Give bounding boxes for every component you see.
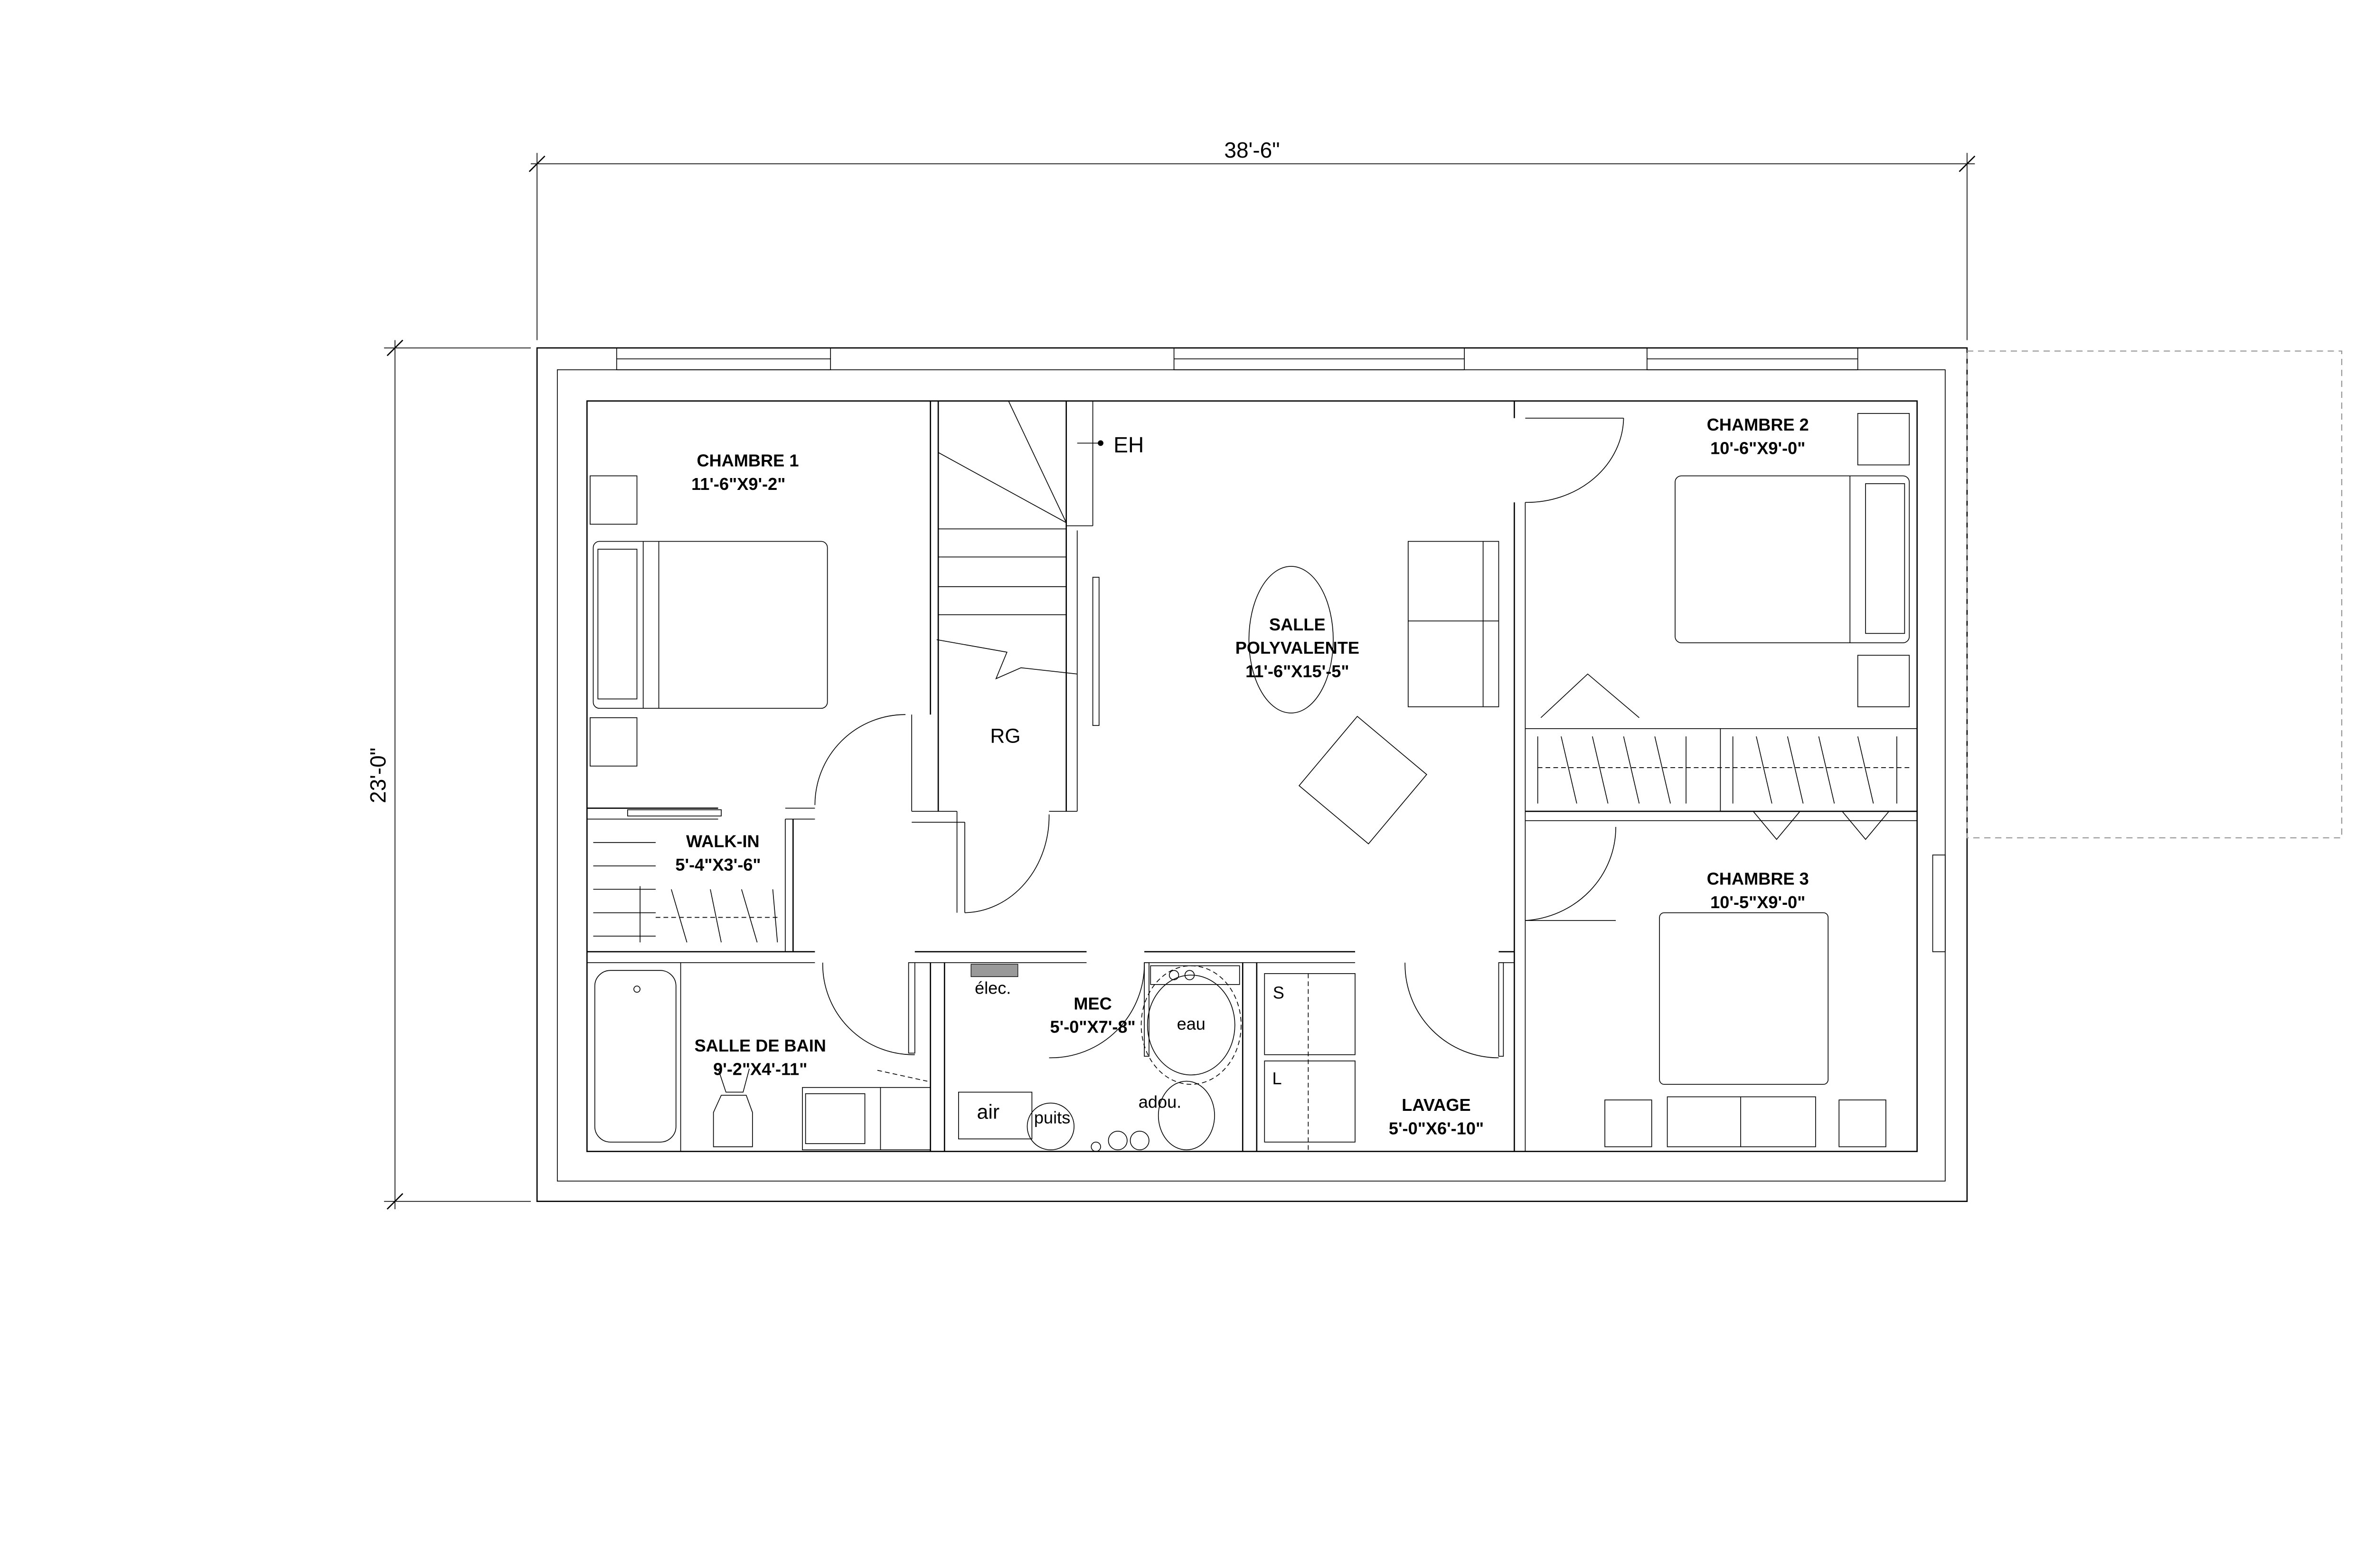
- bain-name: SALLE DE BAIN: [695, 1036, 826, 1055]
- chambre1-name: CHAMBRE 1: [697, 451, 799, 470]
- lavage-size: 5'-0"X6'-10": [1389, 1118, 1484, 1138]
- dimension-width: 38'-6": [528, 138, 1976, 340]
- puits-label: puits: [1034, 1108, 1070, 1127]
- mec-size: 5'-0"X7'-8": [1050, 1017, 1136, 1037]
- adou-label: adou.: [1139, 1092, 1182, 1111]
- windows: [616, 347, 1946, 952]
- walkin-size: 5'-4"X3'-6": [675, 855, 761, 874]
- room-labels: CHAMBRE 1 11'-6"X9'-2" CHAMBRE 2 10'-6"X…: [675, 415, 1809, 1138]
- staircase: [936, 401, 1103, 680]
- salle-name-2: POLYVALENTE: [1235, 638, 1359, 657]
- chambre3-name: CHAMBRE 3: [1707, 869, 1809, 888]
- mec-name: MEC: [1074, 994, 1112, 1013]
- salle-size: 11'-6"X15'-5": [1245, 661, 1349, 681]
- eh-marker-icon: [1098, 440, 1103, 446]
- salle-name-1: SALLE: [1269, 615, 1326, 634]
- rg-label: RG: [990, 724, 1020, 747]
- eh-label: EH: [1113, 432, 1144, 457]
- furniture: [590, 413, 1912, 1152]
- exterior-walls: [536, 347, 2343, 1202]
- svg-text:23'-0": 23'-0": [366, 748, 390, 803]
- elec-label: élec.: [975, 978, 1011, 998]
- lavage-name: LAVAGE: [1402, 1095, 1470, 1115]
- chambre3-size: 10'-5"X9'-0": [1710, 892, 1805, 912]
- eau-label: eau: [1177, 1014, 1206, 1033]
- air-label: air: [977, 1100, 999, 1123]
- walkin-name: WALK-IN: [686, 832, 760, 851]
- chambre1-size: 11'-6"X9'-2": [691, 474, 785, 494]
- svg-text:38'-6": 38'-6": [1224, 138, 1280, 162]
- bain-size: 9'-2"X4'-11": [713, 1059, 807, 1079]
- doors: [814, 418, 1624, 1059]
- chambre2-size: 10'-6"X9'-0": [1710, 438, 1805, 458]
- dimension-height: 23'-0": [366, 339, 531, 1210]
- chambre2-name: CHAMBRE 2: [1707, 415, 1809, 434]
- laveuse-label: L: [1272, 1069, 1282, 1088]
- annotations: EH RG élec. eau air puits adou. S L: [975, 432, 1284, 1127]
- secheuse-label: S: [1273, 983, 1284, 1002]
